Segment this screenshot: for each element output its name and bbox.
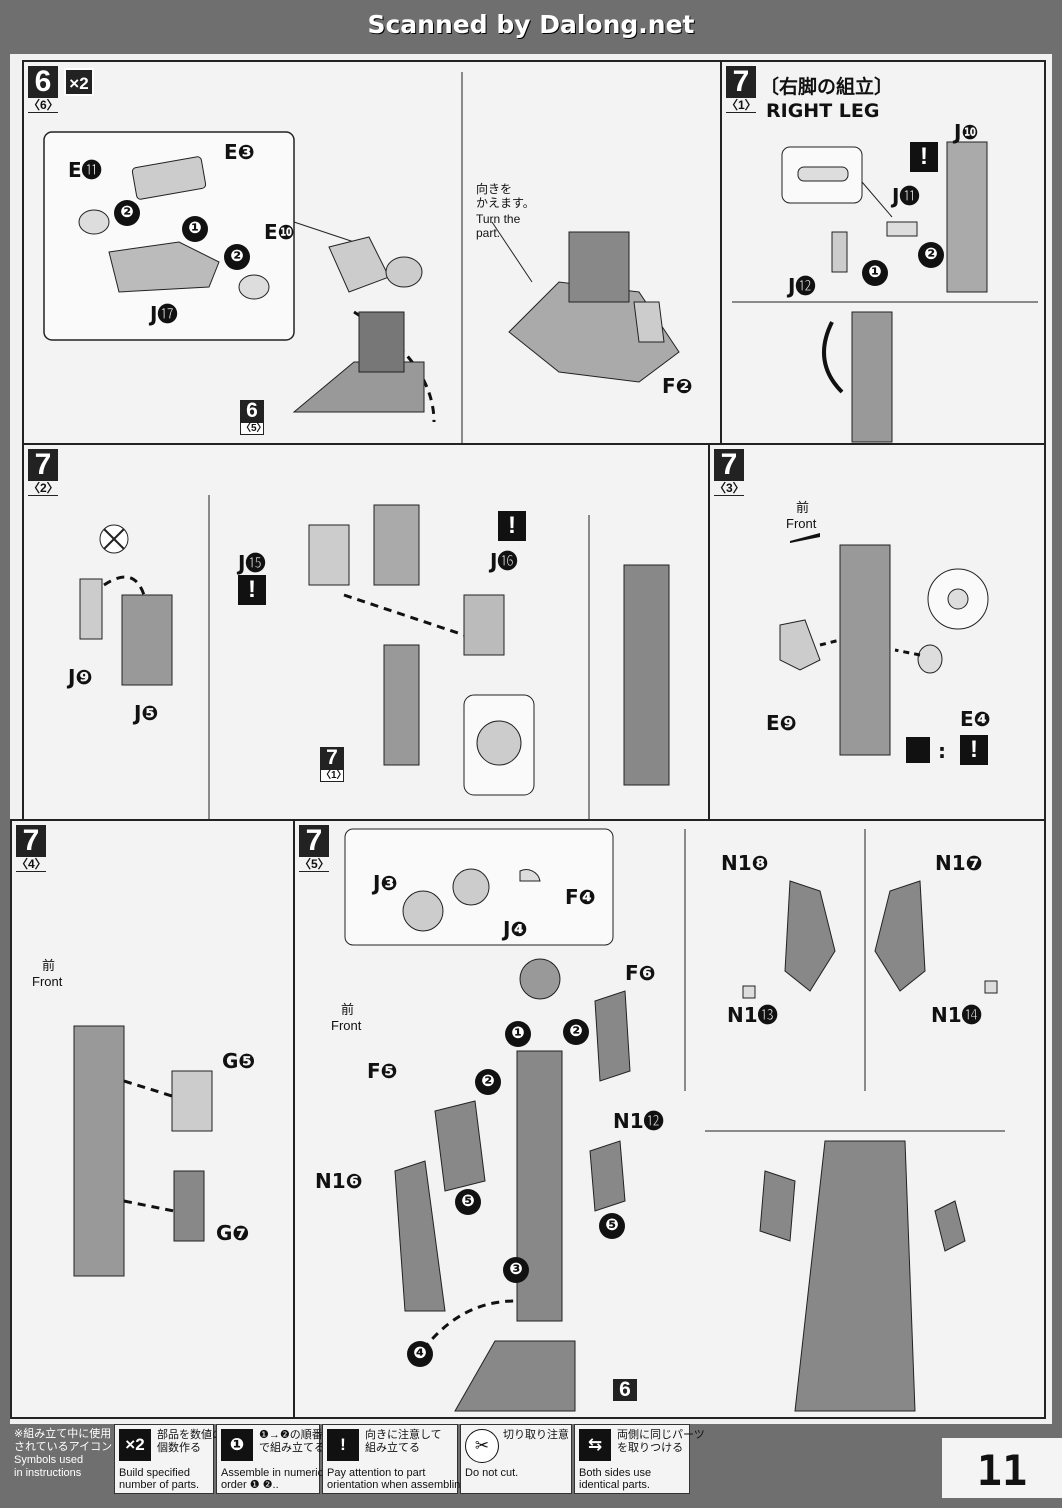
- part-label: E⓫: [68, 158, 102, 182]
- step-7-5-panel: 7〈5〉 前 Front J❸: [293, 819, 1046, 1419]
- part-label: E❸: [224, 140, 255, 164]
- step-6-panel: 6〈6〉 ×2 E⓫ E❸ E❿ J⓱ ❶ ❷ ❷ 6〈5〉: [22, 60, 722, 445]
- scan-watermark: Scanned by Dalong.net: [367, 10, 695, 39]
- front-label-en: Front: [32, 974, 63, 989]
- step-7-4-illustration: [73, 1025, 213, 1277]
- part-label: G❼: [216, 1221, 250, 1245]
- part-label: N1❽: [721, 851, 769, 875]
- step-7-5-illustration: [344, 828, 1005, 1412]
- part-label: N1⓮: [931, 1003, 982, 1027]
- part-label: J⓬: [788, 274, 816, 298]
- part-label: E❿: [264, 220, 295, 244]
- order-icon: ❶: [221, 1429, 253, 1461]
- step-7-3-panel: 7〈3〉 前 Front E❾ E❹ : !: [708, 443, 1046, 821]
- colon: :: [938, 739, 946, 763]
- part-label: J❿: [954, 120, 979, 144]
- step-title-jp: 〔右脚の組立〕: [760, 77, 894, 98]
- order-badge: ❷: [563, 1019, 589, 1045]
- front-label-jp: 前: [341, 1002, 355, 1017]
- part-label: J❺: [134, 701, 159, 725]
- step-7-2-panel: 7〈2〉 J❾ J❺ J⓯ J⓰ ! ! 7〈1〉: [22, 443, 710, 821]
- part-label: F❷: [662, 374, 693, 398]
- front-label-en: Front: [786, 516, 817, 531]
- step-ref: 7〈1〉: [320, 746, 347, 782]
- front-label-jp: 前: [796, 500, 810, 515]
- step-number: 6〈6〉: [28, 65, 59, 113]
- part-label: J❹: [503, 917, 528, 941]
- part-label: J⓰: [490, 549, 518, 573]
- order-badge: ❶: [862, 260, 888, 286]
- instruction-sheet: 6〈6〉 ×2 E⓫ E❸ E❿ J⓱ ❶ ❷ ❷ 6〈5〉: [10, 54, 1052, 1424]
- step-6-illustration: [43, 72, 680, 443]
- front-label-jp: 前: [42, 958, 56, 973]
- part-label: E❹: [960, 707, 991, 731]
- step-title-en: RIGHT LEG: [766, 100, 880, 122]
- part-label: F❹: [565, 885, 596, 909]
- part-label: E❾: [766, 711, 797, 735]
- order-badge: ❶: [505, 1021, 531, 1047]
- part-label: N1⓭: [727, 1003, 778, 1027]
- step-ref: 6〈5〉: [240, 399, 267, 435]
- legend-item-no-cut: ✂ 切り取り注意 Do not cut.: [460, 1424, 572, 1494]
- order-badge: ❷: [918, 242, 944, 268]
- multiplier-icon: ×2: [119, 1429, 151, 1461]
- step-number: 7〈3〉: [714, 448, 745, 496]
- order-badge: ❷: [224, 244, 250, 270]
- step-number: 7〈4〉: [16, 824, 47, 872]
- symbol-legend: ※組み立て中に使用 されているアイコン Symbols used in inst…: [10, 1424, 1052, 1496]
- part-label: G❺: [222, 1049, 256, 1073]
- scissors-icon: ✂: [465, 1429, 499, 1463]
- legend-item-caution: ! 向きに注意して 組み立てる Pay attention to part or…: [322, 1424, 469, 1494]
- part-label: J⓯: [238, 551, 266, 575]
- multiplier-badge: ×2: [64, 68, 94, 96]
- step-7-4-panel: 7〈4〉 前 Front G❺ G❼: [10, 819, 295, 1419]
- order-badge: ❸: [503, 1257, 529, 1283]
- order-badge: ❺: [455, 1189, 481, 1215]
- step-ref: 6: [613, 1379, 637, 1401]
- page-number: 11: [942, 1438, 1062, 1498]
- caution-icon: !: [327, 1429, 359, 1461]
- legend-item-both-sides: ⇆ 両側に同じパーツ を取りつける Both sides use identic…: [574, 1424, 705, 1494]
- step-number: 7〈1〉: [726, 65, 757, 113]
- legend-item-multiplier: ×2 部品を数値の 個数作る Build specified number of…: [114, 1424, 223, 1494]
- order-badge: ❷: [475, 1069, 501, 1095]
- both-sides-icon: ⇆: [579, 1429, 611, 1461]
- turn-note-en: Turn the part.: [476, 212, 521, 240]
- caution-icon: !: [238, 575, 266, 605]
- order-badge: ❶: [182, 216, 208, 242]
- caution-icon: !: [960, 735, 988, 765]
- step-7-3-illustration: [779, 533, 989, 763]
- legend-item-order: ❶ ❶→❷の順番 で組み立てる Assemble in numerical or…: [216, 1424, 332, 1494]
- part-label: J⓫: [892, 184, 920, 208]
- step-7-1-illustration: [732, 141, 1038, 443]
- order-badge: ❷: [114, 200, 140, 226]
- turn-note-jp: 向きを かえます。: [476, 182, 535, 210]
- order-badge: ❹: [407, 1341, 433, 1367]
- caution-icon: !: [498, 511, 526, 541]
- front-label-en: Front: [331, 1018, 362, 1033]
- part-label: J❸: [373, 871, 398, 895]
- step-number: 7〈5〉: [299, 824, 330, 872]
- part-label: N1⓬: [613, 1109, 664, 1133]
- caution-icon: !: [910, 142, 938, 172]
- step-7-1-panel: 7〈1〉 〔右脚の組立〕 RIGHT LEG ! J❿ J⓫ J⓬ ❶ ❷: [720, 60, 1046, 445]
- step-7-2-illustration: [79, 495, 670, 819]
- part-label: J❾: [68, 665, 93, 689]
- part-label: N1❻: [315, 1169, 363, 1193]
- part-label: F❻: [625, 961, 656, 985]
- part-label: N1❼: [935, 851, 983, 875]
- order-badge: ❺: [599, 1213, 625, 1239]
- legend-heading: ※組み立て中に使用 されているアイコン Symbols used in inst…: [14, 1428, 113, 1479]
- part-label: F❺: [367, 1059, 398, 1083]
- part-label: J⓱: [150, 302, 178, 326]
- step-number: 7〈2〉: [28, 448, 59, 496]
